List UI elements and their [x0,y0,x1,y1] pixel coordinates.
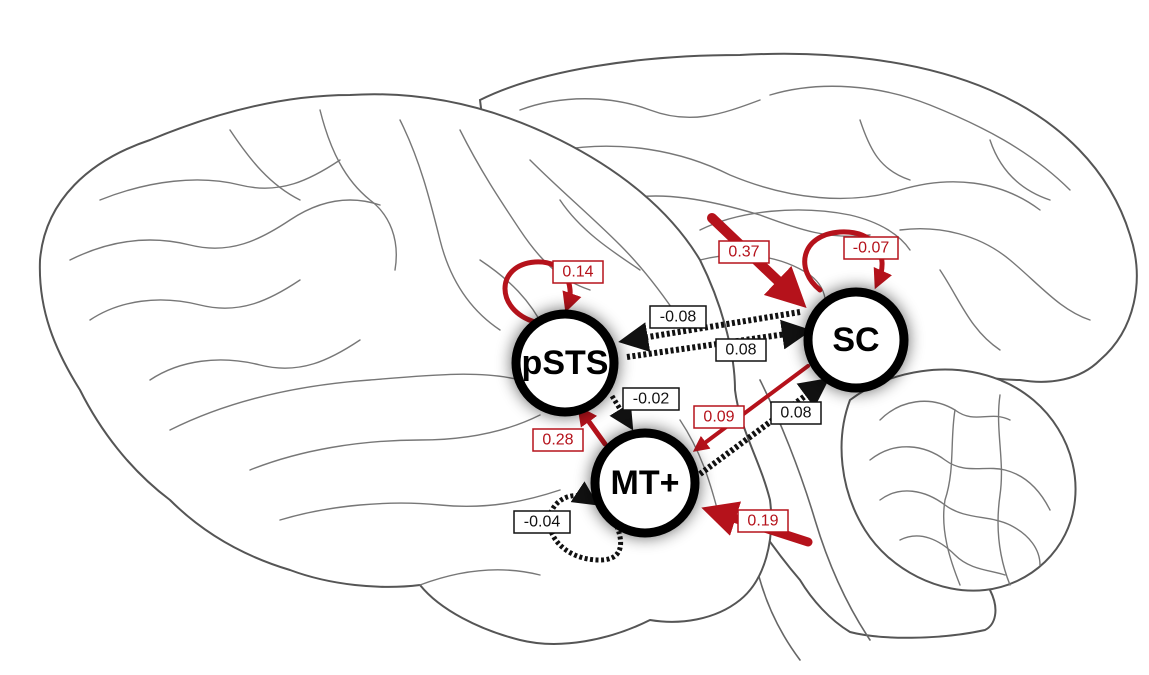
cerebellum-fold-2 [869,446,1051,511]
label-MT-self-text: -0.04 [524,514,561,531]
label-SC-self-text: -0.07 [853,240,890,257]
nodes: pSTS SC MT+ [511,287,909,538]
sylvian-fissure [169,373,521,431]
node-MT: MT+ [590,428,700,538]
MT-to-SC-arrow [698,377,830,477]
lateral-sulcus-1 [99,159,341,201]
central-sulcus [399,119,501,331]
SC-to-pSTS-arrow [618,309,801,352]
frontal-sulcus-2 [319,109,397,271]
medial-gyrus-2 [769,85,1071,191]
label-SC-to-MT-text: 0.09 [703,409,734,426]
lateral-sulcus-2 [69,199,381,261]
label-SC-to-MT: 0.09 [693,405,745,429]
label-input-SC-text: 0.37 [728,244,759,261]
medial-gyrus-6 [939,269,1001,351]
medial-gyrus-3 [559,145,1041,211]
label-MT-to-SC-text: 0.08 [780,405,811,422]
medial-gyrus-7 [989,139,1051,201]
frontal-sulcus-3 [149,339,361,381]
edge-labels: 0.14 -0.07 0.37 -0.08 0.08 -0.02 0.09 0 [513,236,899,534]
pSTS-to-SC-arrow [626,319,812,360]
label-SC-to-pSTS-text: -0.08 [660,309,697,326]
label-pSTS-to-MT-text: -0.02 [633,391,670,408]
node-pSTS-label: pSTS [522,344,609,382]
cerebellum-fold-4 [899,535,1006,576]
superior-temporal-sulcus [249,414,541,471]
cerebellum-fold-5 [942,409,961,586]
node-pSTS: pSTS [511,309,619,417]
label-MT-to-pSTS-text: 0.28 [542,432,573,449]
medial-gyrus-8 [859,119,911,181]
label-pSTS-to-SC: 0.08 [715,338,767,362]
label-pSTS-self: 0.14 [552,260,604,284]
parietal-sulcus [529,159,681,321]
node-MT-label: MT+ [611,464,680,502]
node-SC-label: SC [832,321,879,359]
MT-to-pSTS-arrow [577,405,608,447]
label-MT-self: -0.04 [513,510,571,534]
medial-gyrus-1 [519,98,761,119]
lateral-sulcus-3 [89,279,301,321]
label-MT-to-pSTS: 0.28 [532,428,584,452]
label-input-SC: 0.37 [718,240,770,264]
label-input-MT: 0.19 [737,509,789,533]
node-SC: SC [803,287,909,393]
inferior-temporal-sulcus [279,489,561,521]
corpus-callosum [699,209,911,251]
frontal-sulcus-1 [229,129,301,201]
brain-illustration [38,52,1138,661]
label-pSTS-to-MT: -0.02 [622,387,680,411]
SC-to-MT-arrow [692,364,810,452]
medial-gyrus-5 [899,228,1091,321]
cerebellum-fold-6 [997,394,1011,586]
cerebellum-outline [840,368,1077,592]
label-SC-to-pSTS: -0.08 [649,305,707,329]
label-pSTS-self-text: 0.14 [562,264,593,281]
temporal-pole-line [419,569,541,586]
label-SC-self: -0.07 [843,236,899,260]
label-input-MT-text: 0.19 [747,513,778,530]
cerebellum-fold-3 [879,490,1041,566]
label-MT-to-SC: 0.08 [770,401,822,425]
lateral-sulcus-4 [559,199,641,271]
label-pSTS-to-SC-text: 0.08 [725,342,756,359]
